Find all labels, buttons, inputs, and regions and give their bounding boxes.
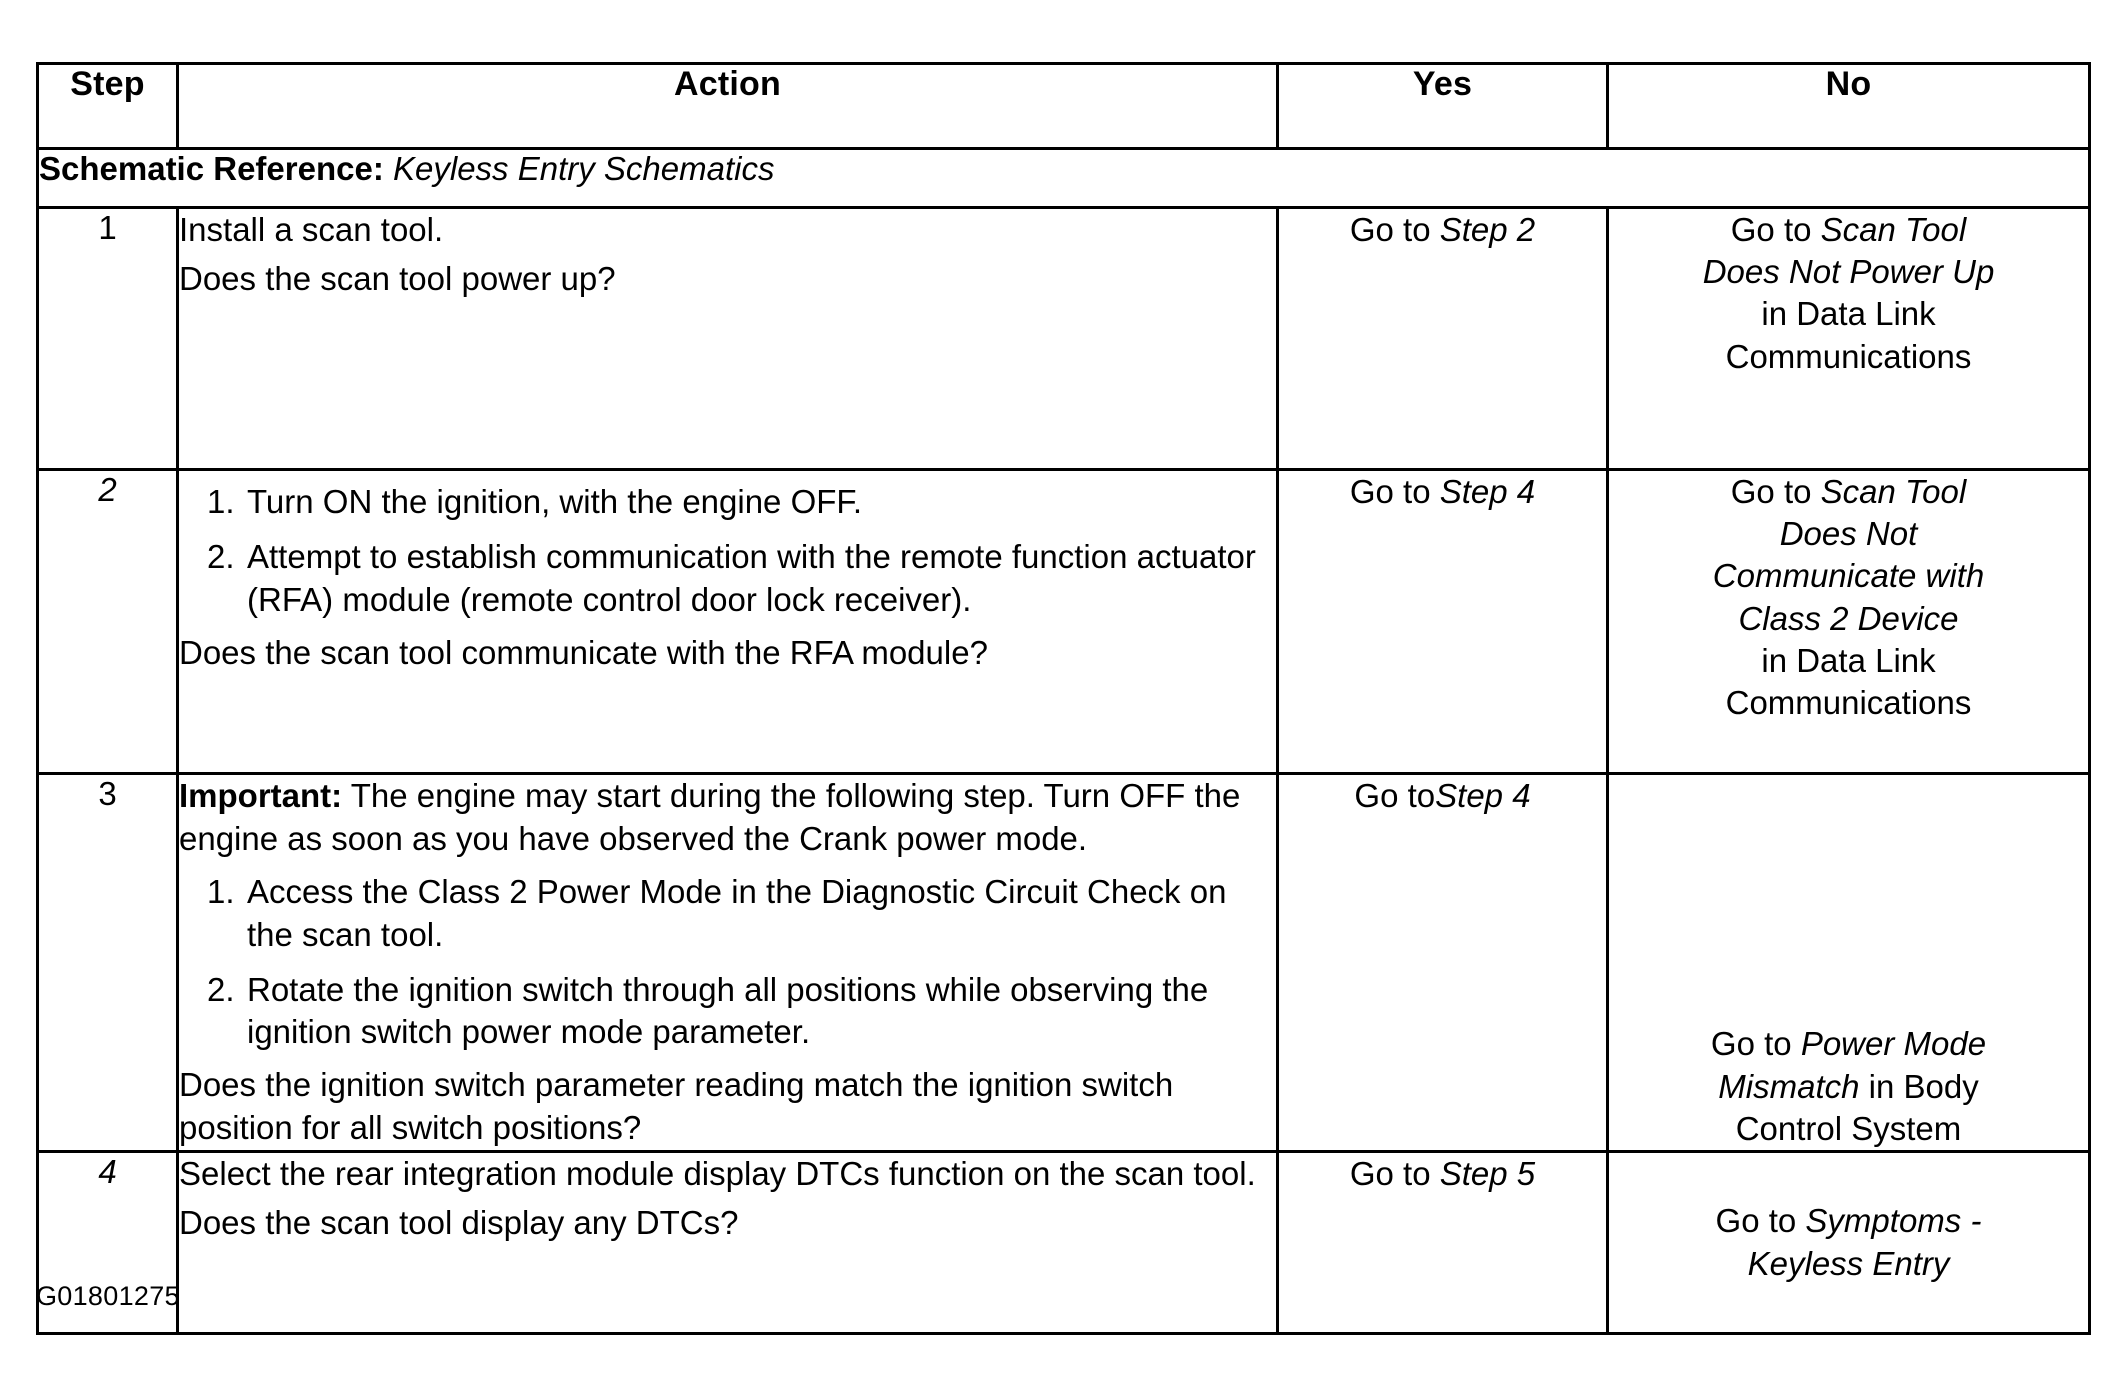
no-cell: Go to Scan Tool Does Not Communicate wit… xyxy=(1606,468,2091,775)
action-question: Does the ignition switch parameter readi… xyxy=(179,1066,1174,1147)
action-question: Does the scan tool display any DTCs? xyxy=(179,1204,739,1242)
list-item: 2. Rotate the ignition switch through all… xyxy=(179,969,1276,1055)
list-item: 2. Attempt to establish communication wit… xyxy=(179,536,1276,622)
yes-cell: Go to Step 2 xyxy=(1276,206,1609,471)
goto-prefix: Go to xyxy=(1715,1202,1806,1240)
list-item: 1. Turn ON the ignition, with the engine … xyxy=(179,481,1276,524)
no-line: Does Not Power Up xyxy=(1609,251,2088,293)
important-note: Important: The engine may start during t… xyxy=(179,775,1276,861)
yes-line: Go to Step 4 xyxy=(1279,471,1606,513)
goto-target: Step 4 xyxy=(1435,777,1531,814)
yes-line: Go toStep 4 xyxy=(1279,775,1606,817)
goto-prefix: Go to xyxy=(1349,473,1440,510)
no-line: Keyless Entry xyxy=(1609,1243,2088,1285)
table-row: 1 Install a scan tool. Does the scan too… xyxy=(36,206,2091,471)
table-row: 2 1. Turn ON the ignition, with the engin… xyxy=(36,468,2091,775)
no-line: Communicate with xyxy=(1609,555,2088,597)
goto-target: Power Mode xyxy=(1800,1025,1987,1063)
action-cell: 1. Turn ON the ignition, with the engine … xyxy=(176,468,1279,775)
yes-cell: Go to Step 4 xyxy=(1276,468,1609,775)
goto-target: Step 2 xyxy=(1439,211,1536,248)
important-text: The engine may start during the followin… xyxy=(179,777,1241,857)
column-header-action: Action xyxy=(176,62,1279,150)
step-number: 4 xyxy=(36,1150,179,1336)
no-cell: Go to Power Mode Mismatch in Body Contro… xyxy=(1606,771,2091,1154)
no-line: Class 2 Device xyxy=(1609,598,2088,640)
list-item-text: Turn ON the ignition, with the engine OF… xyxy=(247,483,863,520)
list-item-text: Rotate the ignition switch through all p… xyxy=(247,970,1209,1051)
list-item: 1. Access the Class 2 Power Mode in the D… xyxy=(179,871,1276,957)
action-paragraph: Install a scan tool. xyxy=(179,211,444,248)
yes-cell: Go toStep 4 xyxy=(1276,771,1609,1154)
column-header-no: No xyxy=(1606,62,2091,150)
no-cell: Go to Symptoms - Keyless Entry xyxy=(1606,1150,2091,1336)
list-item-number: 2. xyxy=(207,537,235,575)
action-cell: Important: The engine may start during t… xyxy=(176,771,1279,1154)
list-item-number: 1. xyxy=(207,872,235,910)
schematic-reference-value: Keyless Entry Schematics xyxy=(393,150,775,187)
figure-id: G01801275 xyxy=(36,1281,180,1311)
goto-target: Mismatch xyxy=(1718,1067,1860,1105)
column-header-step: Step xyxy=(36,62,179,150)
no-line: Communications xyxy=(1725,337,1972,375)
no-cell: Go to Scan Tool Does Not Power Up in Dat… xyxy=(1606,206,2091,471)
goto-prefix: Go to xyxy=(1730,473,1821,510)
goto-target: Does Not xyxy=(1779,515,1918,553)
goto-prefix: Go to xyxy=(1710,1025,1801,1063)
no-line: Go to Scan Tool xyxy=(1609,209,2088,251)
step-number: 1 xyxy=(36,206,179,471)
no-line: Go to Scan Tool xyxy=(1609,471,2088,513)
schematic-reference-row: Schematic Reference: Keyless Entry Schem… xyxy=(36,147,2091,209)
goto-target: Class 2 Device xyxy=(1738,599,1959,637)
goto-target: Keyless Entry xyxy=(1747,1244,1950,1282)
goto-prefix: Go to xyxy=(1349,1155,1440,1193)
important-label: Important: xyxy=(179,777,343,814)
goto-target: Does Not Power Up xyxy=(1702,253,1995,291)
goto-target: Step 5 xyxy=(1439,1155,1536,1193)
column-header-yes: Yes xyxy=(1276,62,1609,150)
goto-prefix: Go to xyxy=(1730,211,1821,248)
no-line: Control System xyxy=(1735,1109,1962,1147)
goto-target: Scan Tool xyxy=(1820,473,1967,510)
table-header-row: Step Action Yes No xyxy=(36,62,2091,150)
action-numbered-list: 1. Access the Class 2 Power Mode in the D… xyxy=(179,871,1276,1055)
yes-line: Go to Step 5 xyxy=(1279,1153,1606,1195)
step-number: 2 xyxy=(36,468,179,775)
list-item-text: Attempt to establish communication with … xyxy=(247,537,1256,618)
goto-target: Scan Tool xyxy=(1820,211,1967,248)
no-line: in Data Link xyxy=(1761,641,1936,679)
action-cell: Select the rear integration module displ… xyxy=(176,1150,1279,1336)
action-paragraph: Select the rear integration module displ… xyxy=(179,1155,1256,1193)
no-line: Go to Power Mode xyxy=(1609,1023,2088,1065)
action-paragraph: Does the scan tool power up? xyxy=(179,259,616,297)
list-item-number: 1. xyxy=(207,483,235,520)
schematic-reference-cell: Schematic Reference: Keyless Entry Schem… xyxy=(36,147,2091,209)
list-item-text: Access the Class 2 Power Mode in the Dia… xyxy=(247,872,1227,953)
diagnostic-procedure-table: Step Action Yes No Schematic Reference: … xyxy=(36,62,2091,1336)
action-question: Does the scan tool communicate with the … xyxy=(179,633,988,671)
goto-target: Symptoms - xyxy=(1805,1202,1982,1240)
action-cell: Install a scan tool. Does the scan tool … xyxy=(176,206,1279,471)
step-number: 3 xyxy=(36,771,179,1154)
table-row: 4 Select the rear integration module dis… xyxy=(36,1150,2091,1336)
table-row: 3 Important: The engine may start during… xyxy=(36,771,2091,1154)
goto-prefix: Go to xyxy=(1349,211,1440,248)
goto-suffix: in Body xyxy=(1859,1067,1979,1105)
no-line: Communications xyxy=(1725,684,1972,722)
schematic-reference-label: Schematic Reference: xyxy=(39,150,384,187)
list-item-number: 2. xyxy=(207,970,235,1008)
yes-line: Go to Step 2 xyxy=(1279,209,1606,251)
no-line: Mismatch in Body xyxy=(1609,1066,2088,1108)
no-line: Go to Symptoms - xyxy=(1609,1200,2088,1242)
no-line: in Data Link xyxy=(1761,295,1936,333)
no-line: Does Not xyxy=(1609,513,2088,555)
goto-target: Step 4 xyxy=(1439,473,1536,510)
action-numbered-list: 1. Turn ON the ignition, with the engine … xyxy=(179,481,1276,622)
goto-target: Communicate with xyxy=(1712,557,1985,595)
yes-cell: Go to Step 5 xyxy=(1276,1150,1609,1336)
goto-prefix: Go to xyxy=(1354,777,1436,814)
